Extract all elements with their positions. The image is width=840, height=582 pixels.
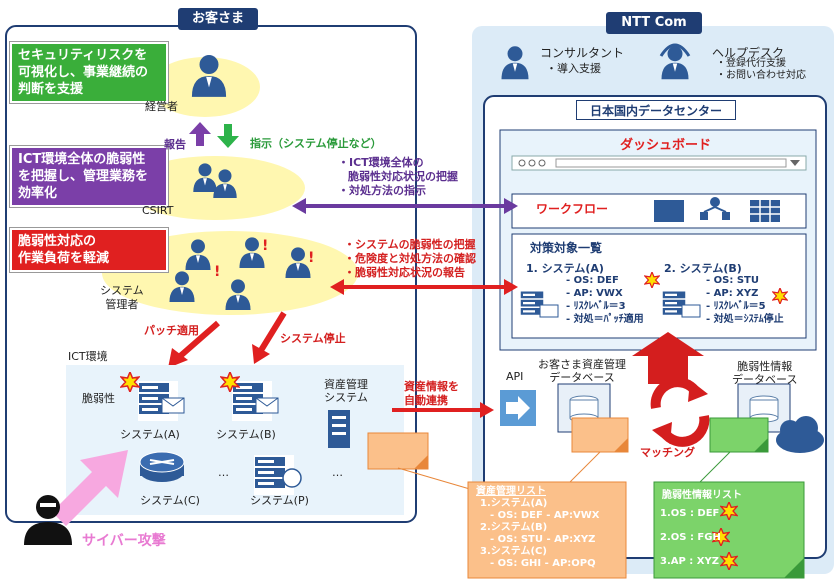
target-system-a-name: 1. システム(A) <box>526 262 604 275</box>
vuln-db-label: 脆弱性情報 データベース <box>732 360 798 386</box>
sysadmin-label: システム 管理者 <box>100 284 144 311</box>
cyber-attack-label: サイバー攻撃 <box>82 533 166 549</box>
csirt-label: CSIRT <box>142 204 174 217</box>
api-label: API <box>506 370 524 383</box>
asset-list: 資産管理リスト 1.システム(A) - OS: DEF - AP:VWX 2.シ… <box>476 486 600 569</box>
asset-management-system-label: 資産管理 システム <box>324 378 368 404</box>
vuln-list-item-3: 3.AP : XYZ <box>660 556 719 567</box>
callout-risk-visualization: セキュリティリスクを 可視化し、事業継続の 判断を支援 <box>10 42 168 103</box>
executive-label: 経営者 <box>145 100 178 113</box>
ellipsis-2: … <box>332 466 343 479</box>
svg-text:!: ! <box>308 250 314 266</box>
instruction-label: 指示（システム停止など） <box>250 137 382 150</box>
system-stop-label: システム停止 <box>280 332 346 345</box>
svg-text:!: ! <box>262 238 268 254</box>
ict-environment-label: ICT環境 <box>68 350 108 363</box>
system-p-label: システム(P) <box>250 494 309 507</box>
matching-label: マッチング <box>640 446 695 459</box>
csirt-message: ・ICT環境全体の 脆弱性対応状況の把握 ・対処方法の指示 <box>338 156 458 197</box>
system-c-label: システム(C) <box>140 494 200 507</box>
dashboard-label: ダッシュボード <box>620 138 712 153</box>
system-b-label: システム(B) <box>216 428 276 441</box>
helpdesk-sub: ・登録代行支援 ・お問い合わせ対応 <box>716 58 806 81</box>
svg-text:!: ! <box>214 264 220 280</box>
workflow-label: ワークフロー <box>536 202 609 216</box>
asset-link-label: 資産情報を 自動連携 <box>404 380 459 407</box>
consultant-label: コンサルタント <box>540 46 625 60</box>
ntt-panel-title: NTT Com <box>606 12 702 34</box>
vuln-list-title: 脆弱性情報リスト <box>662 490 742 501</box>
patch-label: パッチ適用 <box>144 324 199 337</box>
customer-panel-title: お客さま <box>178 8 258 30</box>
helpdesk-label: ヘルプデスク <box>712 46 785 60</box>
vuln-list-item-1: 1.OS : DEF <box>660 508 720 519</box>
target-list-label: 対策対象一覧 <box>530 241 603 255</box>
target-system-b-details: - OS: STU - AP: XYZ - ﾘｽｸﾚﾍﾞﾙ＝5 - 対処＝ｼｽﾃ… <box>706 275 784 325</box>
consultant-sub: ・導入支援 <box>546 62 601 75</box>
target-system-a-details: - OS: DEF - AP: VWX - ﾘｽｸﾚﾍﾞﾙ＝3 - 対処＝ﾊﾟｯ… <box>566 275 644 325</box>
vuln-list-item-2: 2.OS : FGH <box>660 532 721 543</box>
datacenter-title: 日本国内データセンター <box>576 100 736 120</box>
target-system-b-name: 2. システム(B) <box>664 262 742 275</box>
vulnerability-label: 脆弱性 <box>82 392 115 405</box>
asset-db-label: お客さま資産管理 データベース <box>538 358 626 384</box>
callout-workload-reduction: 脆弱性対応の 作業負荷を軽減 <box>10 228 168 272</box>
ellipsis-1: … <box>218 466 229 479</box>
report-label: 報告 <box>164 138 186 151</box>
callout-ict-vulnerability: ICT環境全体の脆弱性 を把握し、管理業務を 効率化 <box>10 146 168 207</box>
admin-message: ・システムの脆弱性の把握 ・危険度と対処方法の確認 ・脆弱性対応状況の報告 <box>344 238 476 279</box>
system-a-label: システム(A) <box>120 428 180 441</box>
